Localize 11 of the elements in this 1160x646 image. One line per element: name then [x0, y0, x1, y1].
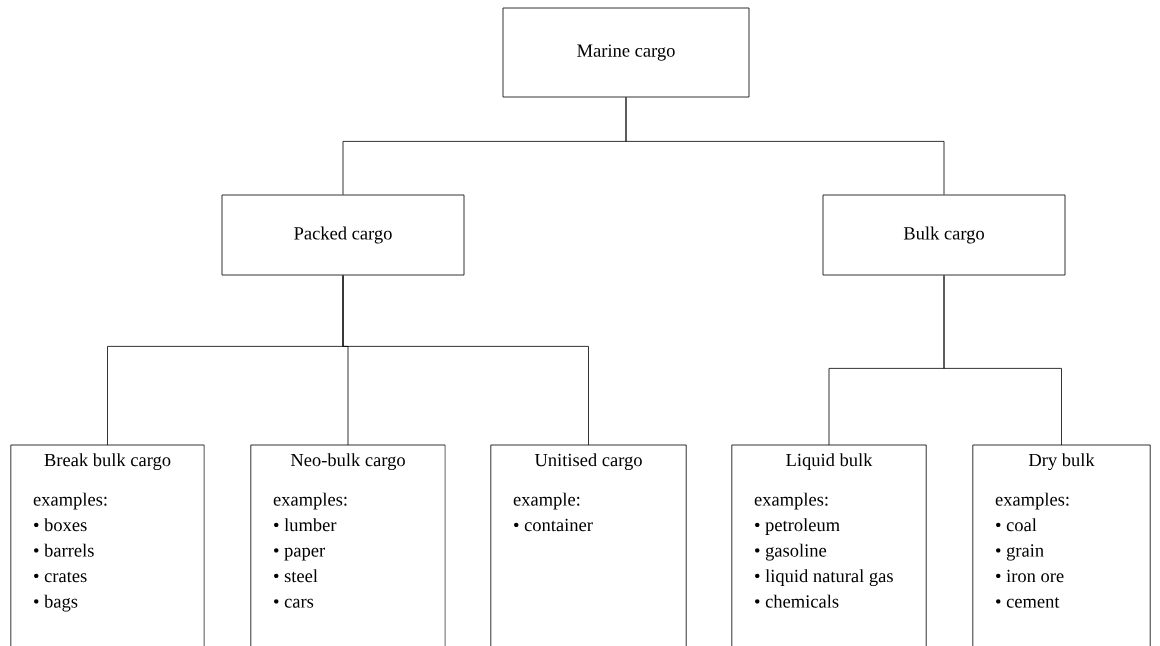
category-box: Neo-bulk cargo examples: • lumber • paper • steel • cars	[250, 444, 446, 646]
category-box: Packed cargo	[221, 194, 465, 276]
category-box: Bulk cargo	[822, 194, 1066, 276]
connector-line	[625, 97, 945, 195]
category-box: Marine cargo	[502, 7, 750, 98]
category-box: Dry bulk examples: • coal • grain • iron ore • cement	[972, 444, 1151, 646]
category-box: Unitised cargo example: • container	[490, 444, 687, 646]
connector-line	[342, 275, 589, 446]
category-box: Liquid bulk examples: • petroleum • gasoline • liquid natural gas • chemicals	[731, 444, 927, 646]
connector-line	[943, 275, 1062, 446]
category-box: Break bulk cargo examples: • boxes • barrels • crates • bags	[10, 444, 205, 646]
